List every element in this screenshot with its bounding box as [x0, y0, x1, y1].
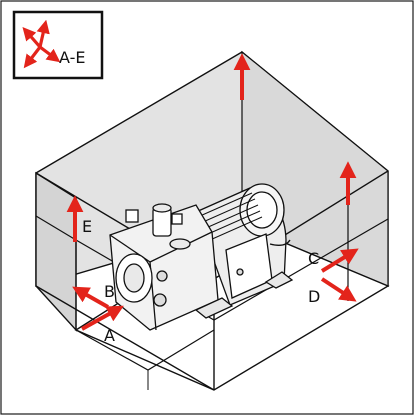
- clearance-arrows: [66, 53, 359, 331]
- vacuum-pump: [109, 183, 294, 331]
- clearance-box: [35, 50, 390, 391]
- legend-box: A-E: [12, 10, 104, 80]
- arrow-d: [320, 277, 357, 302]
- label-a: A: [104, 326, 115, 345]
- label-e: E: [82, 217, 92, 236]
- arrow-a: [81, 305, 124, 331]
- axis-arrows-icon: [22, 19, 61, 69]
- label-b: B: [104, 282, 115, 301]
- legend-label: A-E: [59, 48, 85, 67]
- label-d: D: [308, 287, 320, 306]
- label-c: C: [308, 249, 319, 268]
- arrow-c: [320, 248, 359, 273]
- arrow-b: [72, 286, 109, 309]
